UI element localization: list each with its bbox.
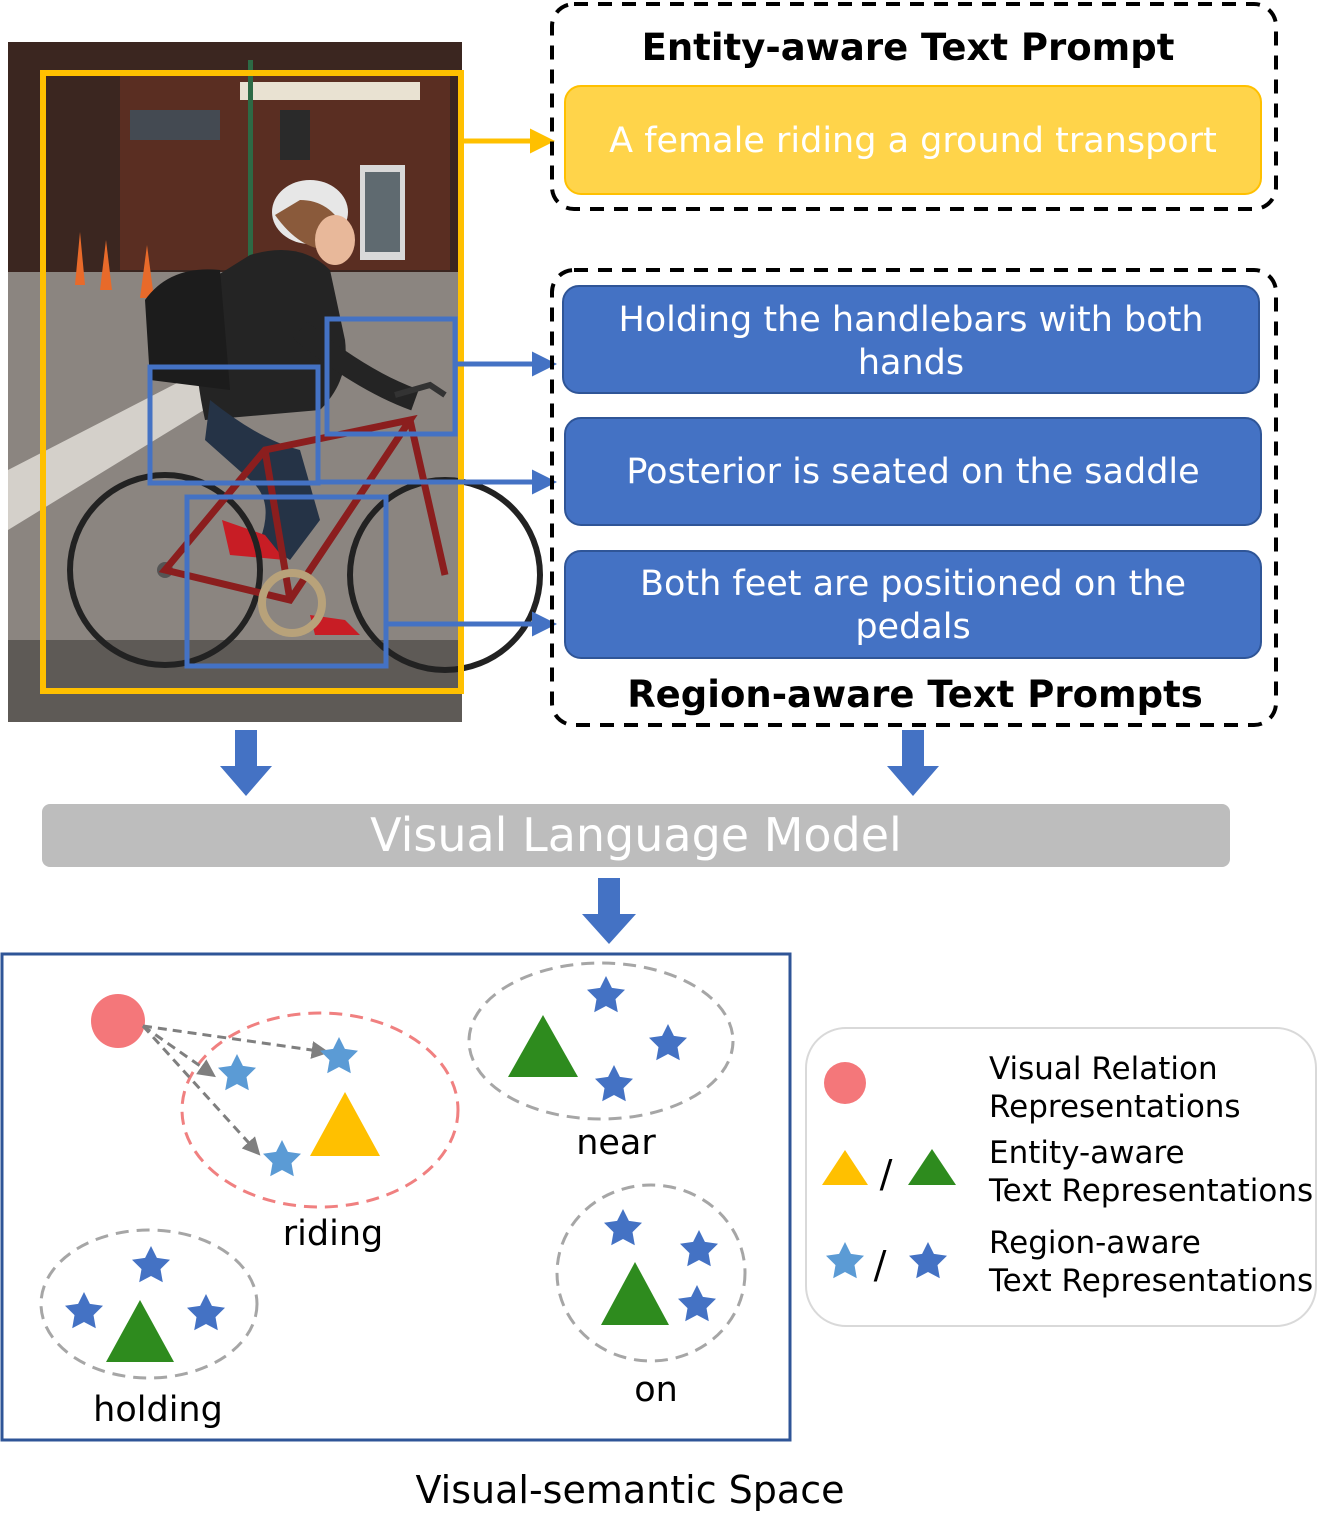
cluster-riding [180, 1011, 460, 1209]
legend-panel [805, 1027, 1317, 1327]
triangle-icon [310, 1092, 380, 1156]
triangle-icon [508, 1015, 578, 1077]
region-prompt-box-2 [564, 417, 1262, 526]
region-prompt-1-line1: Holding the handlebars with both [618, 300, 1203, 340]
region-bbox-feet [184, 494, 389, 669]
star-icon [218, 1037, 358, 1177]
visual-language-model-bar [42, 804, 1230, 867]
down-arrow-icon [582, 878, 636, 944]
circle-icon [91, 994, 145, 1048]
legend-region-line1: Region-aware [989, 1225, 1201, 1261]
entity-prompt-frame [550, 2, 1278, 211]
legend-entity-line2: Text Representations [988, 1173, 1313, 1209]
region-prompt-1-line2: hands [858, 343, 964, 383]
legend-region-line2: Text Representations [988, 1263, 1313, 1299]
star-icon [604, 1209, 718, 1322]
cluster-label-near: near [576, 1123, 656, 1163]
region-prompts-frame [550, 268, 1278, 727]
region-prompt-box-1 [562, 285, 1260, 394]
triangle-icon [908, 1149, 956, 1185]
visual-semantic-space-frame [0, 952, 792, 1442]
legend-entity-line1: Entity-aware [989, 1135, 1185, 1171]
space-caption: Visual-semantic Space [416, 1468, 845, 1512]
cluster-label-riding: riding [283, 1214, 383, 1254]
cluster-on [555, 1183, 747, 1363]
circle-icon [824, 1062, 866, 1104]
legend-slash-2: / [874, 1243, 887, 1287]
legend-visual-relation-line1: Visual Relation [989, 1051, 1218, 1087]
entity-bbox [40, 70, 464, 694]
star-icon [826, 1242, 864, 1279]
star-icon [65, 1246, 225, 1331]
region-prompt-3-line2: pedals [855, 607, 970, 647]
region-prompt-3-line1: Both feet are positioned on the [640, 564, 1186, 604]
legend-visual-relation-line2: Representations [989, 1089, 1241, 1125]
region-prompt-box-3 [564, 550, 1262, 659]
cluster-near [467, 961, 735, 1121]
triangle-icon [601, 1262, 669, 1325]
star-icon [587, 976, 687, 1102]
cluster-label-on: on [634, 1370, 678, 1410]
region-prompt-2-line1: Posterior is seated on the saddle [626, 452, 1199, 492]
down-arrow-icon [220, 730, 272, 796]
entity-prompt-heading: Entity-aware Text Prompt [642, 26, 1175, 69]
region-bbox-hands [324, 316, 458, 437]
legend-slash: / [880, 1152, 893, 1196]
down-arrow-icon [887, 730, 939, 796]
entity-prompt-box [564, 85, 1262, 195]
entity-prompt-text: A female riding a ground transport [609, 121, 1217, 161]
region-prompts-heading: Region-aware Text Prompts [627, 673, 1203, 716]
cluster-holding [39, 1228, 259, 1380]
triangle-icon [822, 1150, 868, 1185]
triangle-icon [106, 1300, 174, 1362]
region-bbox-saddle [147, 364, 321, 486]
star-icon [909, 1242, 947, 1279]
model-label: Visual Language Model [370, 808, 902, 862]
cluster-label-holding: holding [93, 1390, 223, 1430]
